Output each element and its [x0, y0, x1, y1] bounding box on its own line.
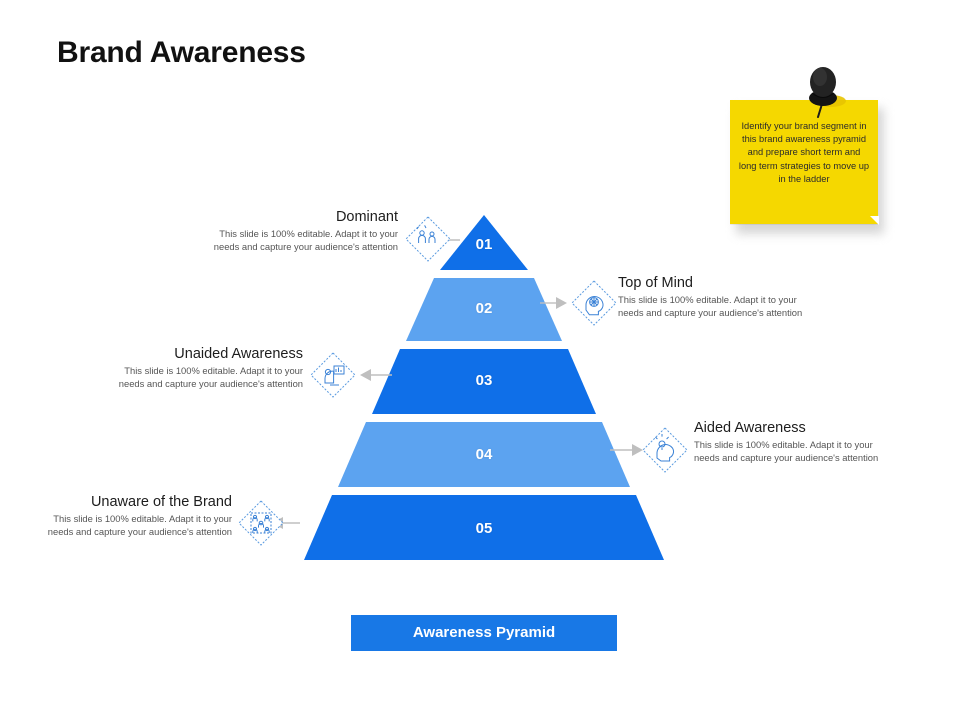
tier-label-body-3: This slide is 100% editable. Adapt it to…: [118, 365, 303, 389]
tier-label-dominant[interactable]: Dominant This slide is 100% editable. Ad…: [198, 209, 398, 253]
sticky-note[interactable]: Identify your brand segment in this bran…: [726, 67, 886, 236]
banner-label: Awareness Pyramid: [412, 624, 556, 641]
tier-label-body-5: This slide is 100% editable. Adapt it to…: [47, 513, 232, 537]
connector-arrow-4: [610, 444, 643, 456]
tier-label-unaided-awareness[interactable]: Unaided Awareness This slide is 100% edi…: [103, 346, 303, 390]
tier-number-1: 01: [475, 236, 493, 253]
tier-label-heading-5: Unaware of the Brand: [90, 494, 232, 510]
tier-label-heading-3: Unaided Awareness: [174, 346, 303, 362]
icon-badge-1[interactable]: [405, 216, 451, 262]
pyramid-tier-1: [440, 215, 528, 270]
head-brain-icon: [585, 296, 604, 316]
network-people-icon: [250, 512, 272, 534]
people-group-icon: [416, 225, 436, 243]
icon-badge-4[interactable]: [642, 427, 688, 473]
tier-number-2: 02: [475, 300, 493, 317]
tier-label-body-4: This slide is 100% editable. Adapt it to…: [694, 439, 879, 463]
pyramid-tier-3: [372, 349, 596, 414]
tier-number-5: 05: [475, 520, 493, 537]
tier-label-body-2: This slide is 100% editable. Adapt it to…: [618, 294, 803, 318]
pyramid-tier-2: [406, 278, 562, 341]
page-title: Brand Awareness: [57, 36, 306, 69]
tier-label-heading-2: Top of Mind: [618, 275, 693, 291]
pyramid-tier-4: [338, 422, 630, 487]
tier-number-4: 04: [475, 446, 493, 463]
head-idea-icon: [655, 434, 675, 462]
sticky-note-text: Identify your brand segment in this bran…: [738, 121, 870, 184]
icon-badge-5[interactable]: [238, 500, 284, 546]
tier-label-unaware-of-brand[interactable]: Unaware of the Brand This slide is 100% …: [32, 494, 232, 538]
awareness-pyramid-banner[interactable]: Awareness Pyramid: [351, 615, 617, 651]
sticky-note-paper: Identify your brand segment in this bran…: [730, 100, 879, 225]
tier-label-aided-awareness[interactable]: Aided Awareness This slide is 100% edita…: [694, 420, 894, 464]
tier-label-heading-1: Dominant: [335, 209, 398, 225]
tier-label-body-1: This slide is 100% editable. Adapt it to…: [213, 228, 398, 252]
connector-arrow-3: [360, 369, 392, 381]
tier-number-3: 03: [475, 372, 493, 389]
pushpin-icon: [809, 67, 846, 118]
connector-arrow-2: [540, 297, 567, 309]
icon-badge-2[interactable]: [571, 280, 617, 326]
pyramid-tier-5: [304, 495, 664, 560]
head-presentation-icon: [324, 365, 345, 386]
icon-badge-3[interactable]: [310, 352, 356, 398]
tier-label-top-of-mind[interactable]: Top of Mind This slide is 100% editable.…: [618, 275, 818, 319]
tier-label-heading-4: Aided Awareness: [694, 420, 806, 436]
